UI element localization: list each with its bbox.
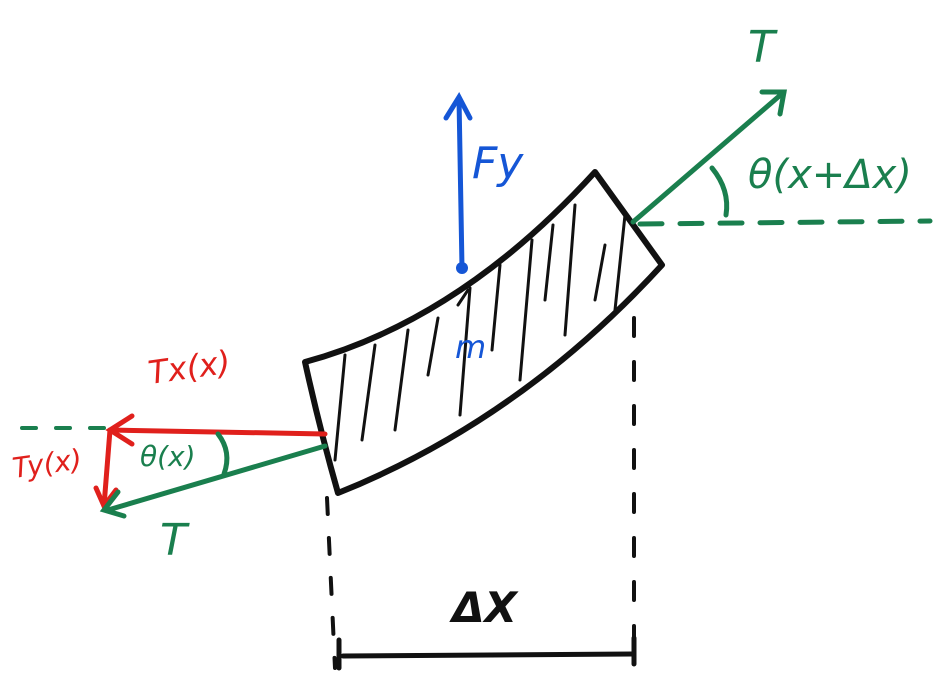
angle-arc-right xyxy=(709,165,730,218)
tension-right xyxy=(630,89,933,227)
fy-arrow xyxy=(456,95,465,271)
tension-left-arrow xyxy=(105,443,328,513)
tension-right-arrowhead xyxy=(759,89,787,117)
tension-left xyxy=(20,413,328,519)
label-mass: m xyxy=(455,328,486,366)
fy-application-point xyxy=(456,262,468,274)
reference-line-right xyxy=(637,218,933,227)
angle-arc-left xyxy=(215,431,230,477)
label-delta-x: ΔX xyxy=(449,583,520,632)
label-force-fy: Fy xyxy=(472,138,524,189)
force-fy xyxy=(443,91,473,274)
ty-arrow xyxy=(101,427,113,509)
label-angle-right: θ(x+Δx) xyxy=(748,152,912,198)
label-ty: Ty(x) xyxy=(10,443,84,485)
label-tx: Tx(x) xyxy=(146,343,233,392)
label-tension-left: T xyxy=(160,515,190,566)
string-segment xyxy=(302,169,665,496)
tension-left-arrowhead xyxy=(99,489,127,519)
label-tension-right: T xyxy=(748,22,778,73)
extension-line-left xyxy=(325,496,337,670)
segment-hatching xyxy=(333,203,627,462)
tension-right-arrow xyxy=(630,89,787,225)
dimension-delta-x xyxy=(325,316,637,671)
dimension-line xyxy=(340,651,635,659)
label-angle-left: θ(x) xyxy=(140,440,196,473)
fy-arrowhead xyxy=(443,91,473,121)
